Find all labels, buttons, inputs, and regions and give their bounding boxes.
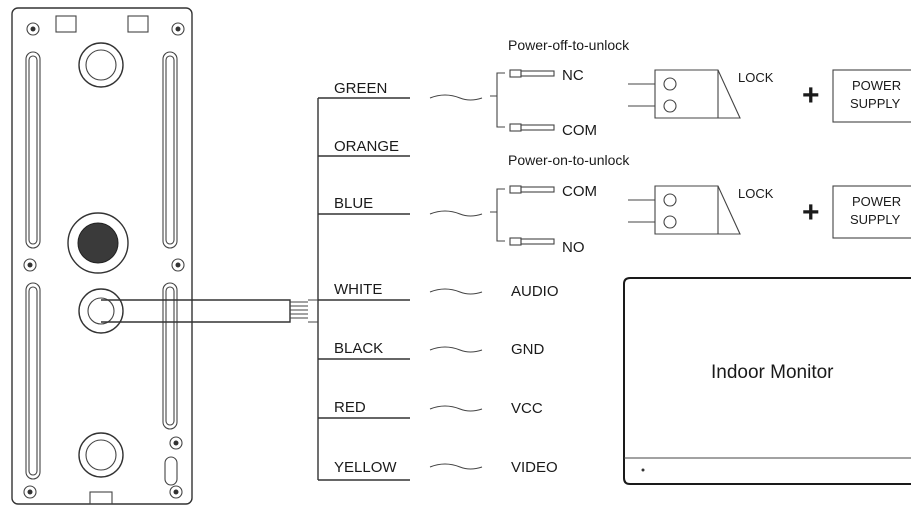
- wire-row: RED VCC: [318, 399, 543, 419]
- relay-caption: Power-off-to-unlock: [508, 37, 630, 53]
- wire-color-label: BLACK: [334, 340, 383, 357]
- indoor-monitor: Indoor Monitor: [623, 277, 911, 485]
- wire-color-label: BLUE: [334, 195, 373, 212]
- wire-row: BLACK GND: [318, 340, 545, 360]
- wire-color-label: WHITE: [334, 281, 382, 298]
- screw-icon: [23, 485, 37, 499]
- screw-icon: [169, 436, 183, 450]
- contact-label: NO: [562, 239, 585, 256]
- power-supply-label: POWER: [852, 194, 901, 209]
- vent-slot: [25, 51, 41, 249]
- mounting-hole-icon: [78, 42, 124, 88]
- vent-slot: [28, 286, 38, 476]
- wire-row: WHITE AUDIO: [318, 281, 559, 301]
- vent-slot: [165, 55, 175, 245]
- wire-color-label: GREEN: [334, 80, 387, 97]
- wire-squiggle: [429, 463, 483, 470]
- contact-terminal-icon: [509, 237, 555, 246]
- cable: [101, 299, 291, 323]
- power-supply-label: SUPPLY: [850, 212, 901, 227]
- plus-icon: +: [802, 79, 820, 112]
- relay-power-off-to-unlock: Power-off-to-unlock NC COM LOCK + POWER …: [490, 37, 911, 139]
- screw-icon: [26, 22, 40, 36]
- speaker-icon: [67, 212, 129, 274]
- lock-icon: [628, 185, 741, 235]
- vent-slot: [165, 286, 175, 426]
- contact-terminal-icon: [509, 69, 555, 78]
- wire-color-label: RED: [334, 399, 366, 416]
- wire-signal-label: GND: [511, 341, 545, 358]
- relay-power-on-to-unlock: Power-on-to-unlock COM NO LOCK + POWER S…: [490, 152, 911, 256]
- lock-label: LOCK: [738, 186, 774, 201]
- wire-squiggle: [429, 405, 483, 412]
- cable-connector: [308, 299, 318, 323]
- contact-label: NC: [562, 67, 584, 84]
- wire-row: GREEN: [318, 80, 483, 101]
- mounting-hole-icon: [78, 432, 124, 478]
- vent-slot: [164, 456, 178, 486]
- wire-squiggle: [429, 288, 483, 295]
- monitor-frame: [623, 277, 911, 485]
- power-supply-label: SUPPLY: [850, 96, 901, 111]
- wire-row: YELLOW VIDEO: [318, 459, 558, 481]
- mounting-tab: [89, 491, 113, 505]
- vent-slot: [162, 282, 178, 430]
- power-supply-label: POWER: [852, 78, 901, 93]
- wire-signal-label: VIDEO: [511, 459, 558, 476]
- mounting-tab: [127, 15, 149, 33]
- wire-row: BLUE: [318, 195, 483, 217]
- cable-grommet-icon: [78, 288, 124, 334]
- mounting-tab: [55, 15, 77, 33]
- screw-icon: [23, 258, 37, 272]
- contact-terminal-icon: [509, 123, 555, 132]
- monitor-label: Indoor Monitor: [711, 362, 834, 383]
- screw-icon: [169, 485, 183, 499]
- wire-squiggle: [429, 346, 483, 353]
- power-supply-box: [832, 185, 911, 239]
- screw-icon: [171, 258, 185, 272]
- lock-label: LOCK: [738, 70, 774, 85]
- lock-icon: [628, 69, 741, 119]
- outdoor-unit: [11, 7, 308, 505]
- screw-icon: [171, 22, 185, 36]
- power-supply-box: [832, 69, 911, 123]
- wire-signal-label: AUDIO: [511, 283, 559, 300]
- wire-squiggle: [429, 94, 483, 101]
- wire-row: ORANGE: [318, 138, 410, 157]
- relay-caption: Power-on-to-unlock: [508, 152, 630, 168]
- cable-strands: [290, 301, 308, 319]
- contact-label: COM: [562, 183, 597, 200]
- wire-signal-label: VCC: [511, 400, 543, 417]
- power-led-icon: [641, 468, 645, 472]
- plus-icon: +: [802, 196, 820, 229]
- wire-color-label: YELLOW: [334, 459, 397, 476]
- wire-color-label: ORANGE: [334, 138, 399, 155]
- vent-slot: [162, 51, 178, 249]
- vent-slot: [28, 55, 38, 245]
- vent-slot: [25, 282, 41, 480]
- contact-terminal-icon: [509, 185, 555, 194]
- contact-label: COM: [562, 122, 597, 139]
- wire-squiggle: [429, 210, 483, 217]
